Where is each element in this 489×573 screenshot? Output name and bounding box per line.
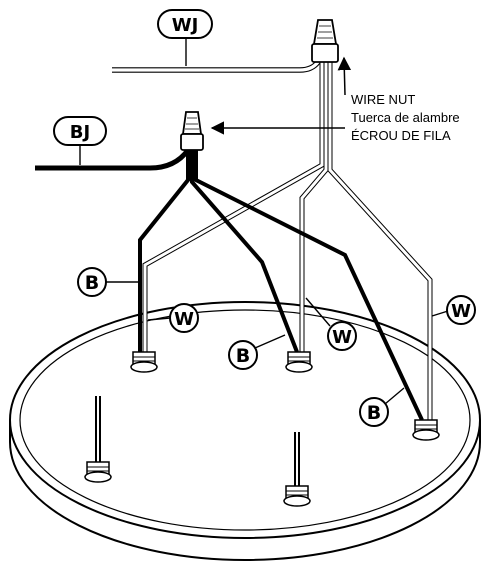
svg-text:WJ: WJ — [172, 15, 199, 36]
white-supply-wire — [112, 36, 321, 73]
socket-front-left — [84, 461, 112, 483]
socket-front-center — [283, 485, 311, 507]
callout-line-2: Tuerca de alambre — [351, 110, 460, 125]
svg-text:B: B — [85, 272, 99, 294]
front-socket-leads — [95, 396, 300, 486]
fixture-pan — [9, 301, 481, 561]
arrow-to-top-nut — [337, 56, 352, 96]
socket-back-left — [130, 351, 158, 373]
socket-right — [412, 419, 440, 441]
label-wj: WJ — [157, 9, 213, 39]
label-b-right: B — [359, 387, 405, 427]
label-b-center: B — [228, 334, 286, 370]
label-bj: BJ — [53, 116, 107, 146]
wire-nut-top — [311, 19, 339, 63]
pan-rim-inner — [19, 309, 471, 531]
svg-text:W: W — [332, 327, 352, 348]
black-supply-wire — [35, 145, 191, 171]
pan-rim-outer — [9, 301, 481, 539]
label-w-left: W — [147, 303, 199, 333]
svg-text:B: B — [367, 402, 381, 424]
svg-text:W: W — [451, 301, 471, 322]
label-w-right: W — [431, 295, 476, 325]
white-wires — [142, 62, 433, 420]
callout-line-3: ÉCROU DE FILA — [351, 128, 451, 143]
label-w-center: W — [305, 297, 357, 351]
black-wires — [138, 150, 424, 421]
wire-nut-callout: WIRE NUT Tuerca de alambre ÉCROU DE FILA — [351, 92, 460, 143]
callout-line-1: WIRE NUT — [351, 92, 415, 107]
svg-text:BJ: BJ — [70, 122, 90, 143]
svg-text:W: W — [174, 309, 194, 330]
wire-nut-lower — [180, 111, 204, 151]
label-b-left: B — [77, 267, 138, 297]
svg-text:B: B — [236, 345, 250, 367]
socket-back-center — [285, 351, 313, 373]
